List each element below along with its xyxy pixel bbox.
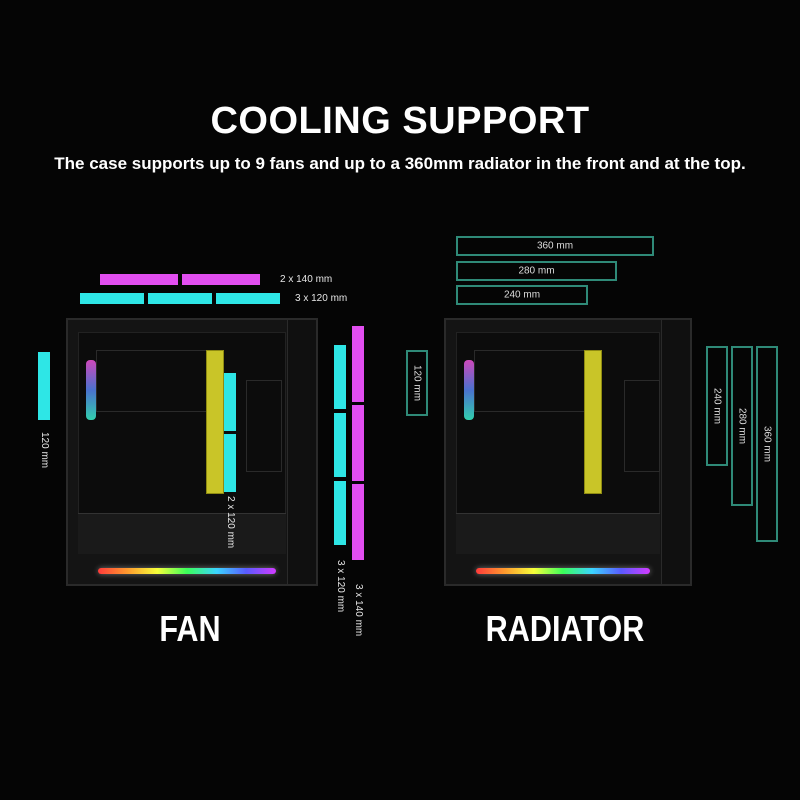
top-140-fan-bar-2 (182, 274, 260, 285)
front-120-fan-bar-3 (334, 481, 346, 545)
rgb-rear-fan (86, 360, 96, 420)
front-radiator-240: 240 mm (706, 346, 728, 466)
rear-radiator-120: 120 mm (406, 350, 428, 416)
graphics-card (584, 350, 602, 494)
psu-shroud (78, 513, 286, 554)
page-subtitle: The case supports up to 9 fans and up to… (54, 154, 746, 173)
top-radiator-280: 280 mm (456, 261, 617, 281)
motherboard-area (96, 350, 208, 412)
radiator-section-label: RADIATOR (485, 608, 645, 649)
front-panel (661, 320, 690, 584)
front-radiator-240-label: 240 mm (711, 387, 723, 425)
front-radiator-360-label: 360 mm (761, 425, 773, 463)
graphics-card (206, 350, 224, 494)
page-title: COOLING SUPPORT (210, 100, 590, 142)
front-120-fan-label: 3 x 120 mm (335, 560, 346, 613)
top-120-fan-label: 3 x 120 mm (295, 293, 348, 304)
rear-fan-label: 120 mm (39, 432, 50, 469)
rgb-light-strip (476, 568, 650, 574)
top-radiator-280-label: 280 mm (518, 265, 555, 277)
front-120-fan-bar-2 (334, 413, 346, 477)
top-radiator-240-label: 240 mm (503, 289, 541, 301)
top-radiator-360-label: 360 mm (536, 240, 574, 252)
top-120-fan-bar-3 (216, 293, 280, 304)
rgb-rear-fan (464, 360, 474, 420)
case-interior (78, 332, 286, 514)
side-fan-label: 2 x 120 mm (225, 496, 236, 549)
side-120-fan-bar-2 (224, 434, 236, 492)
top-140-fan-bar-1 (100, 274, 178, 285)
psu-shroud (456, 513, 660, 554)
rear-120-fan-bar (38, 352, 50, 420)
top-radiator-360: 360 mm (456, 236, 654, 256)
top-120-fan-bar-1 (80, 293, 144, 304)
front-140-fan-bar-1 (352, 326, 364, 402)
drive-bay (246, 380, 282, 472)
front-radiator-280: 280 mm (731, 346, 753, 506)
front-panel (287, 320, 316, 584)
motherboard-area (474, 350, 586, 412)
top-140-fan-label: 2 x 140 mm (280, 274, 333, 285)
top-120-fan-bar-2 (148, 293, 212, 304)
rgb-light-strip (98, 568, 276, 574)
front-radiator-280-label: 280 mm (736, 407, 748, 445)
fan-section-label: FAN (159, 608, 221, 649)
top-radiator-240: 240 mm (456, 285, 588, 305)
front-140-fan-bar-3 (352, 484, 364, 560)
front-140-fan-label: 3 x 140 mm (353, 584, 364, 637)
fan-case-image (66, 318, 318, 586)
radiator-case-image (444, 318, 692, 586)
front-radiator-360: 360 mm (756, 346, 778, 542)
side-120-fan-bar-1 (224, 373, 236, 431)
rear-radiator-label: 120 mm (411, 364, 423, 402)
front-140-fan-bar-2 (352, 405, 364, 481)
drive-bay (624, 380, 660, 472)
front-120-fan-bar-1 (334, 345, 346, 409)
